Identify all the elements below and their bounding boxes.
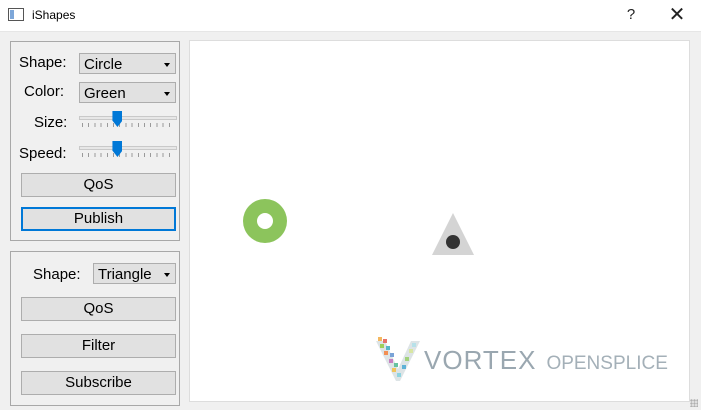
slider-thumb-icon[interactable] bbox=[112, 111, 123, 127]
filter-button[interactable]: Filter bbox=[21, 334, 176, 358]
size-slider[interactable] bbox=[79, 111, 177, 133]
logo-main-text: VORTEX bbox=[424, 345, 537, 375]
publisher-panel: Shape: Circle Color: Green Size: Speed: … bbox=[10, 41, 180, 241]
slider-thumb-icon[interactable] bbox=[112, 141, 123, 157]
subscriber-qos-button[interactable]: QoS bbox=[21, 297, 176, 321]
publisher-qos-button[interactable]: QoS bbox=[21, 173, 176, 197]
circle-center bbox=[257, 213, 273, 229]
dropdown-caret-icon bbox=[164, 92, 170, 96]
speed-slider-groove bbox=[79, 146, 177, 150]
app-window-icon bbox=[8, 8, 24, 21]
vortex-opensplice-logo: VORTEX OPENSPLICE bbox=[376, 335, 676, 383]
speed-slider-ticks bbox=[82, 153, 174, 157]
dropdown-caret-icon bbox=[164, 63, 170, 67]
color-select-value: Green bbox=[84, 85, 126, 102]
subscribed-triangle bbox=[432, 213, 474, 255]
published-circle bbox=[243, 199, 287, 243]
resize-grip-icon[interactable] bbox=[690, 399, 698, 407]
color-label: Color: bbox=[24, 83, 65, 100]
logo-text: VORTEX OPENSPLICE bbox=[424, 345, 668, 376]
window-title: iShapes bbox=[32, 8, 76, 22]
logo-sub-text: OPENSPLICE bbox=[546, 353, 668, 374]
shape-label: Shape: bbox=[19, 54, 67, 71]
speed-label: Speed: bbox=[19, 145, 67, 162]
shape-select-value: Circle bbox=[84, 56, 123, 73]
size-slider-ticks bbox=[82, 123, 174, 127]
subscriber-shape-label: Shape: bbox=[33, 266, 81, 283]
speed-slider[interactable] bbox=[79, 141, 177, 163]
close-button[interactable]: ✕ bbox=[668, 4, 686, 26]
dropdown-caret-icon bbox=[164, 273, 170, 277]
vortex-logo-icon bbox=[376, 337, 420, 381]
subscriber-shape-select[interactable]: Triangle bbox=[93, 263, 176, 284]
help-button[interactable]: ? bbox=[626, 6, 636, 23]
publish-button[interactable]: Publish bbox=[21, 207, 176, 231]
shapes-canvas[interactable]: VORTEX OPENSPLICE bbox=[189, 40, 690, 402]
triangle-center-dot bbox=[446, 235, 460, 249]
triangle-shape bbox=[432, 213, 474, 255]
subscribe-button[interactable]: Subscribe bbox=[21, 371, 176, 395]
subscriber-shape-value: Triangle bbox=[98, 266, 152, 283]
color-select[interactable]: Green bbox=[79, 82, 176, 103]
subscriber-panel: Shape: Triangle QoS Filter Subscribe bbox=[10, 251, 180, 406]
size-label: Size: bbox=[34, 114, 68, 131]
size-slider-groove bbox=[79, 116, 177, 120]
title-bar: iShapes ? ✕ bbox=[0, 0, 701, 32]
shape-select[interactable]: Circle bbox=[79, 53, 176, 74]
